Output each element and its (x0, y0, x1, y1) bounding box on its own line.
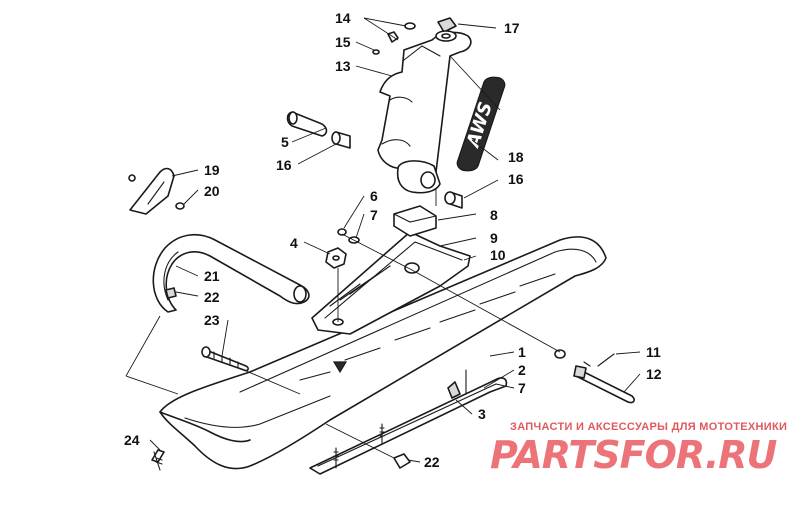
callout-label: 22 (424, 454, 440, 470)
watermark-logo: PARTSFOR.RU (490, 433, 778, 477)
ski-body-part (159, 236, 607, 470)
leader-lines (125, 17, 641, 463)
callout-label: 21 (204, 268, 220, 284)
callout-label: 16 (276, 157, 292, 173)
callout-label: 24 (124, 432, 140, 448)
watermark-caption: ЗАПЧАСТИ И АКСЕССУАРЫ ДЛЯ МОТОТЕХНИКИ (510, 421, 787, 433)
callout-label: 15 (335, 34, 351, 50)
callout-label: 13 (335, 58, 351, 74)
callout-label: 12 (646, 366, 662, 382)
aws-decal-part: AWS (456, 76, 506, 172)
callout-label: 17 (504, 20, 520, 36)
callout-label: 20 (204, 183, 220, 199)
ski-loop-part (152, 233, 310, 313)
callout-label: 10 (490, 247, 506, 263)
callout-label: 19 (204, 162, 220, 178)
callout-label: 22 (204, 289, 220, 305)
callout-label: 6 (370, 188, 378, 204)
wear-bar-part (309, 369, 508, 475)
callout-label: 8 (490, 207, 498, 223)
callout-label: 5 (281, 134, 289, 150)
callout-label: 16 (508, 171, 524, 187)
ski-saddle-part (311, 231, 471, 335)
watermark: ЗАПЧАСТИ И АКСЕССУАРЫ ДЛЯ МОТОТЕХНИКИ PA… (490, 421, 787, 477)
callout-label: 3 (478, 406, 486, 422)
callout-label: 18 (508, 149, 524, 165)
callout-label: 7 (518, 380, 526, 396)
callout-label: 7 (370, 207, 378, 223)
callout-label: 9 (490, 230, 498, 246)
callout-label: 4 (290, 235, 298, 251)
spindle-part (377, 17, 472, 194)
callout-label: 23 (204, 312, 220, 328)
callout-labels: 14 17 15 13 5 16 18 16 19 20 6 7 8 4 9 1… (124, 10, 662, 470)
callout-label: 14 (335, 10, 351, 26)
callout-label: 2 (518, 362, 526, 378)
callout-label: 1 (518, 344, 526, 360)
callout-label: 11 (646, 344, 661, 360)
